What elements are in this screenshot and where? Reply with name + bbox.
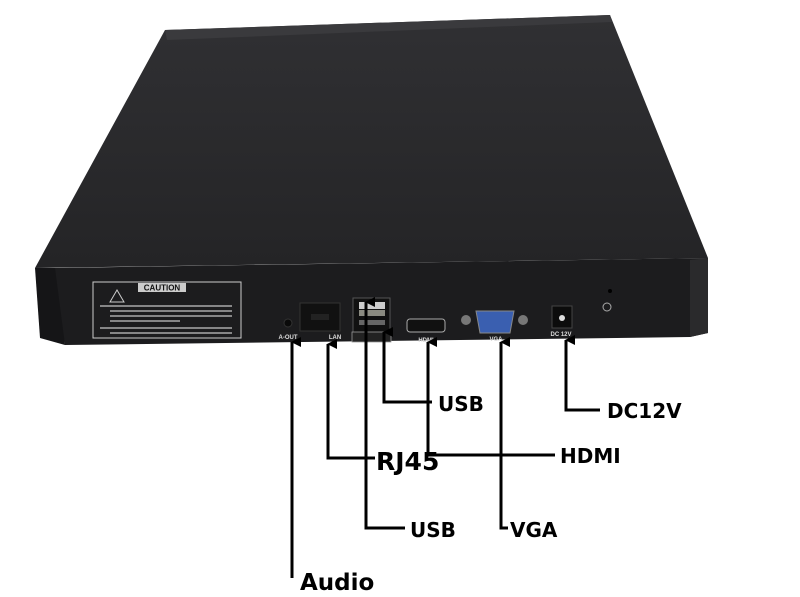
hdmi-callout-label: HDMI xyxy=(560,444,621,468)
dc12v-callout-label: DC12V xyxy=(607,399,682,423)
audio-out-label: A-OUT xyxy=(279,335,298,341)
lan-label: LAN xyxy=(329,335,341,341)
vga-label: VGA xyxy=(489,337,503,343)
rj45-callout-label: RJ45 xyxy=(376,447,439,476)
indicator-hole xyxy=(608,289,612,293)
hdmi-label: HDMI xyxy=(418,338,434,344)
warning-triangle-icon xyxy=(109,289,125,303)
usb-lower-callout-line xyxy=(364,297,405,530)
rj45-callout-line xyxy=(326,339,375,460)
caution-label: CAUTION xyxy=(92,281,242,339)
hdmi-port xyxy=(406,318,446,333)
device-top-rim xyxy=(165,15,612,40)
usb-upper-callout-label: USB xyxy=(438,392,484,416)
dc-label: DC 12V xyxy=(550,332,571,338)
device-right-side xyxy=(690,258,708,337)
usb-lower-callout-label: USB xyxy=(410,518,456,542)
audio-out-jack xyxy=(283,318,293,328)
usb-upper-callout-line xyxy=(382,327,432,404)
vga-callout-label: VGA xyxy=(510,518,558,542)
audio-callout-label: Audio xyxy=(300,570,374,596)
nvr-device: CAUTION A-OUT LAN HDMI VGA xyxy=(35,15,708,345)
device-top-surface xyxy=(35,15,708,268)
vga-port xyxy=(461,310,528,334)
hdmi-callout-line xyxy=(426,337,555,457)
caution-title: CAUTION xyxy=(144,284,181,293)
ground-screw-icon xyxy=(602,302,612,312)
vga-callout-line xyxy=(499,337,510,530)
dc12v-callout-line xyxy=(564,335,600,412)
